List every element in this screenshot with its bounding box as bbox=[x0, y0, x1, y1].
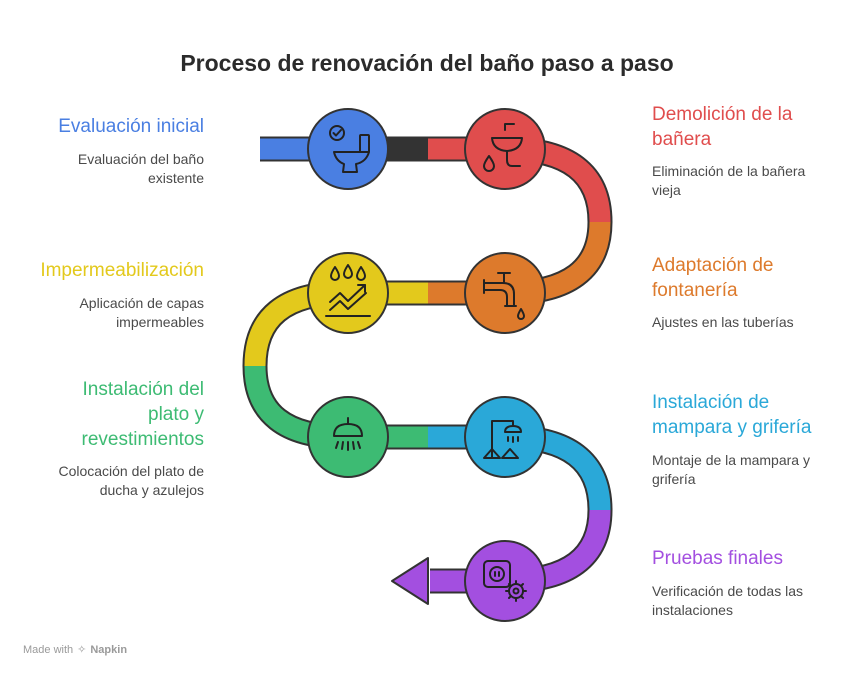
footer-made-with: Made with bbox=[23, 643, 74, 656]
step-circle-3 bbox=[464, 252, 546, 334]
toilet-check-icon bbox=[329, 125, 370, 173]
page-title: Proceso de renovación del baño paso a pa… bbox=[180, 50, 674, 76]
arrow-head bbox=[391, 557, 429, 605]
sink-drops-icon bbox=[483, 123, 523, 172]
step-circle-1 bbox=[307, 108, 389, 190]
napkin-logo-icon: ✧ bbox=[77, 644, 87, 656]
waterproofing-icon bbox=[325, 264, 371, 317]
step-title-pruebas: Pruebas finales bbox=[652, 548, 783, 569]
step-desc-impermeabilizacion: Aplicación de capas impermeables bbox=[79, 295, 204, 330]
step-circle-4 bbox=[307, 252, 389, 334]
step-title-demolicion: Demolición de la bañera bbox=[652, 104, 793, 150]
step-title-instalacion-plato: Instalación del plato y revestimientos bbox=[81, 379, 205, 450]
step-circle-7 bbox=[464, 540, 546, 622]
footer-brand: Napkin bbox=[90, 643, 128, 656]
pipes-icon bbox=[483, 272, 525, 320]
step-desc-instalacion-plato: Colocación del plato de ducha y azulejos bbox=[58, 463, 204, 498]
step-title-fontaneria: Adaptación de fontanería bbox=[652, 255, 774, 301]
step-title-impermeabilizacion: Impermeabilización bbox=[40, 260, 204, 281]
shower-head-icon bbox=[333, 417, 363, 451]
shower-faucet-icon bbox=[483, 420, 522, 459]
outlet-gear-icon bbox=[483, 560, 527, 602]
step-desc-demolicion: Eliminación de la bañera vieja bbox=[652, 163, 806, 198]
step-desc-evaluacion: Evaluación del baño existente bbox=[77, 151, 204, 186]
step-desc-pruebas: Verificación de todas las instalaciones bbox=[652, 583, 803, 618]
step-title-evaluacion: Evaluación inicial bbox=[58, 116, 204, 137]
step-circle-5 bbox=[307, 396, 389, 478]
step-desc-fontaneria: Ajustes en las tuberías bbox=[652, 314, 794, 330]
footer-attribution: Made with ✧ Napkin bbox=[23, 643, 128, 657]
step-title-mampara: Instalación de mampara y grifería bbox=[652, 392, 812, 438]
step-circle-2 bbox=[464, 108, 546, 190]
step-circle-6 bbox=[464, 396, 546, 478]
step-desc-mampara: Montaje de la mampara y grifería bbox=[652, 452, 810, 487]
